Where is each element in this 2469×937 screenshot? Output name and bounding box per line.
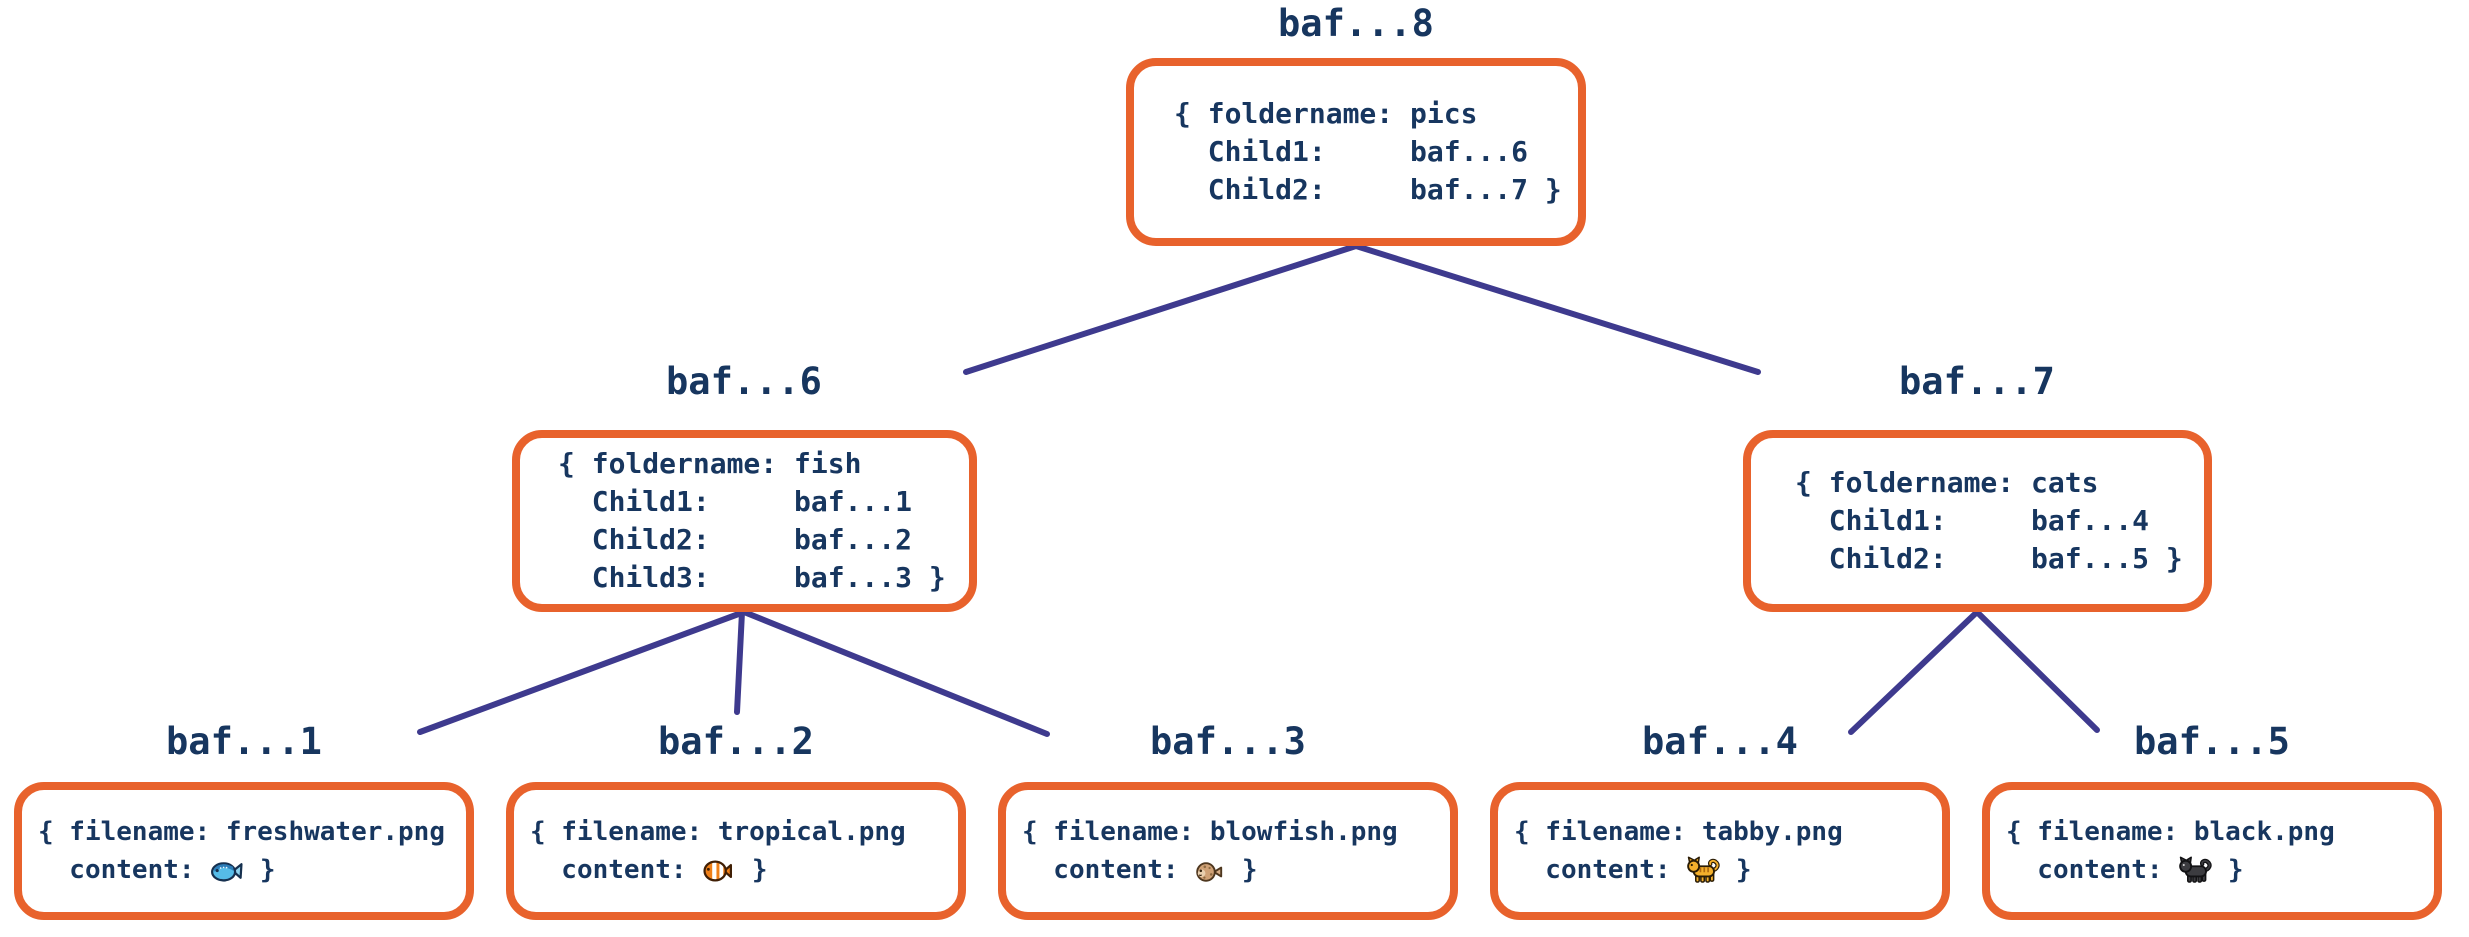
node-box-baf1: { filename: freshwater.png content: } xyxy=(14,782,474,920)
cid-label-baf2: baf...2 xyxy=(658,720,814,763)
tabby-cat-icon xyxy=(1687,856,1720,883)
node-record-line: { filename: tropical.png xyxy=(530,817,906,847)
closing-brace: } xyxy=(2212,855,2244,885)
node-box-baf6: { foldername: fish Child1: baf...1 Child… xyxy=(512,430,977,612)
edge-baf6-to-baf1 xyxy=(417,609,747,735)
cid-label-baf3: baf...3 xyxy=(1150,720,1306,763)
node-record-line: { filename: tabby.png xyxy=(1514,817,1843,847)
node-box-baf5: { filename: black.png content: } xyxy=(1982,782,2442,920)
node-record-line: Child1: baf...6 xyxy=(1174,135,1529,168)
content-key: content: xyxy=(1022,855,1195,885)
content-key: content: xyxy=(2006,855,2179,885)
closing-brace: } xyxy=(1720,855,1752,885)
node-record-line: { filename: black.png xyxy=(2006,817,2335,847)
cid-label-baf8: baf...8 xyxy=(1278,2,1434,45)
black-cat-icon xyxy=(2179,856,2212,883)
cid-label-baf6: baf...6 xyxy=(666,360,822,403)
edge-baf6-to-baf2 xyxy=(734,609,745,715)
node-box-baf3: { filename: blowfish.png content: } xyxy=(998,782,1458,920)
node-record-line: Child2: baf...2 xyxy=(558,523,913,556)
node-record-line: { filename: freshwater.png xyxy=(38,817,445,847)
tropical-fish-icon xyxy=(703,860,733,882)
node-record-line: Child2: baf...7 } xyxy=(1174,173,1562,206)
node-record-line: Child2: baf...5 } xyxy=(1795,542,2183,575)
edge-baf8-to-baf7 xyxy=(1353,243,1761,375)
closing-brace: } xyxy=(736,855,768,885)
edge-baf6-to-baf3 xyxy=(741,609,1050,737)
closing-brace: } xyxy=(244,855,276,885)
node-box-baf8: { foldername: pics Child1: baf...6 Child… xyxy=(1126,58,1586,246)
edge-baf7-to-baf5 xyxy=(1974,609,2100,733)
content-key: content: xyxy=(1514,855,1687,885)
node-box-baf7: { foldername: cats Child1: baf...4 Child… xyxy=(1743,430,2212,612)
node-record-line: { filename: blowfish.png xyxy=(1022,817,1398,847)
node-record-line: content: } xyxy=(2006,851,2434,889)
content-key: content: xyxy=(38,855,211,885)
cid-label-baf4: baf...4 xyxy=(1642,720,1798,763)
node-record-line: content: } xyxy=(530,851,958,889)
cid-label-baf5: baf...5 xyxy=(2134,720,2290,763)
blowfish-icon xyxy=(1196,862,1223,882)
node-record-line: content: } xyxy=(1514,851,1942,889)
node-box-baf2: { filename: tropical.png content: } xyxy=(506,782,966,920)
node-record-line: content: } xyxy=(1022,851,1450,889)
node-record-line: Child1: baf...1 xyxy=(558,485,913,518)
node-record-line: Child3: baf...3 } xyxy=(558,561,946,594)
node-record-line: { foldername: fish xyxy=(558,447,862,480)
freshwater-fish-icon xyxy=(211,862,243,882)
node-record-line: { foldername: pics xyxy=(1174,97,1478,130)
cid-label-baf1: baf...1 xyxy=(166,720,322,763)
node-record-line: Child1: baf...4 xyxy=(1795,504,2150,537)
edge-baf7-to-baf4 xyxy=(1848,609,1980,735)
node-box-baf4: { filename: tabby.png content: } xyxy=(1490,782,1950,920)
closing-brace: } xyxy=(1226,855,1258,885)
node-record-line: { foldername: cats xyxy=(1795,466,2099,499)
edge-baf8-to-baf6 xyxy=(963,243,1359,375)
content-key: content: xyxy=(530,855,703,885)
cid-label-baf7: baf...7 xyxy=(1899,360,2055,403)
node-record-line: content: } xyxy=(38,851,466,889)
